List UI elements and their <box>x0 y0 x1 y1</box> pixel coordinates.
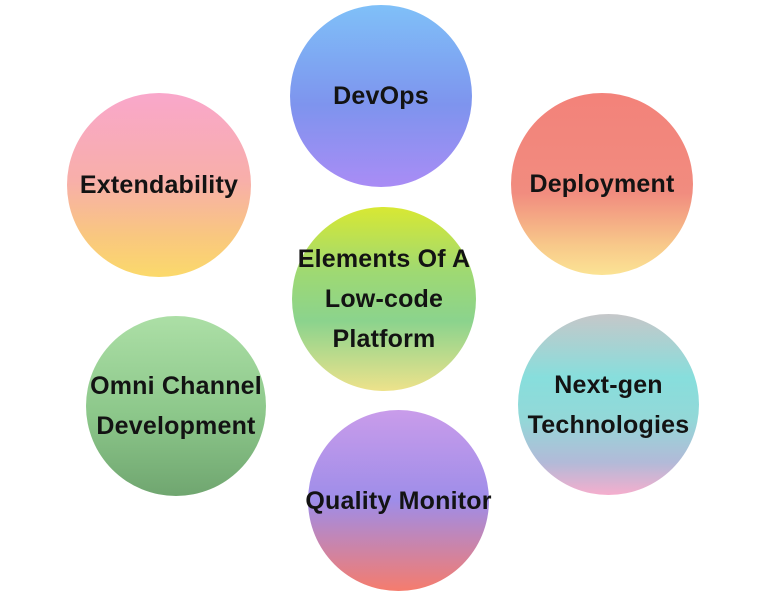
node-center-line-3: Platform <box>332 325 436 353</box>
node-deployment-line-1: Deployment <box>529 170 675 198</box>
node-quality-line-1: Quality Monitor <box>305 486 492 515</box>
node-next-gen-technologies: Next-gen Technologies <box>518 314 699 495</box>
node-devops-line-1: DevOps <box>333 82 429 110</box>
node-center-line-2: Low-code <box>324 285 444 313</box>
node-center-line-1: Elements Of A <box>297 245 471 273</box>
node-extendability-line-1: Extendability <box>79 171 239 199</box>
node-extendability-label: Extendability <box>80 165 238 205</box>
node-deployment-label: Deployment <box>529 164 674 204</box>
node-center-elements-of-a-low-code-platform: Elements Of A Low-code Platform <box>292 207 476 391</box>
node-omni-line-2: Development <box>96 412 256 440</box>
node-extendability: Extendability <box>67 93 251 277</box>
node-devops: DevOps <box>290 5 472 187</box>
node-nextgen-line-1: Next-gen <box>554 370 663 399</box>
node-omni-label: Omni Channel Development <box>90 366 262 446</box>
node-omni-line-1: Omni Channel <box>90 372 262 400</box>
node-quality-monitor: Quality Monitor <box>305 410 491 591</box>
node-devops-label: DevOps <box>333 76 429 116</box>
node-omni-channel-development: Omni Channel Development <box>86 316 266 496</box>
node-deployment: Deployment <box>511 93 693 275</box>
node-quality-label: Quality Monitor <box>305 481 491 521</box>
node-nextgen-line-2: Technologies <box>527 410 690 439</box>
node-center-label: Elements Of A Low-code Platform <box>298 239 471 359</box>
node-nextgen-label: Next-gen Technologies <box>528 365 690 445</box>
